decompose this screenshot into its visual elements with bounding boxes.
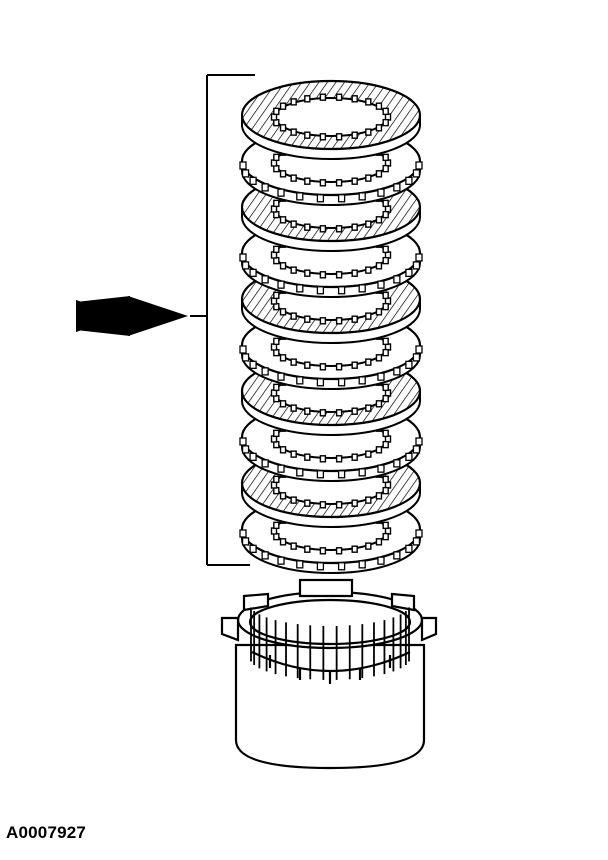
disc-teeth — [270, 93, 392, 141]
clutch-drum — [220, 578, 438, 770]
figure-id-label: A0007927 — [6, 823, 87, 842]
clutch-disc-stack — [239, 79, 423, 574]
arrow-right-icon — [76, 296, 188, 336]
clutch-disc-1 — [240, 79, 422, 160]
bracket-icon — [190, 74, 255, 566]
